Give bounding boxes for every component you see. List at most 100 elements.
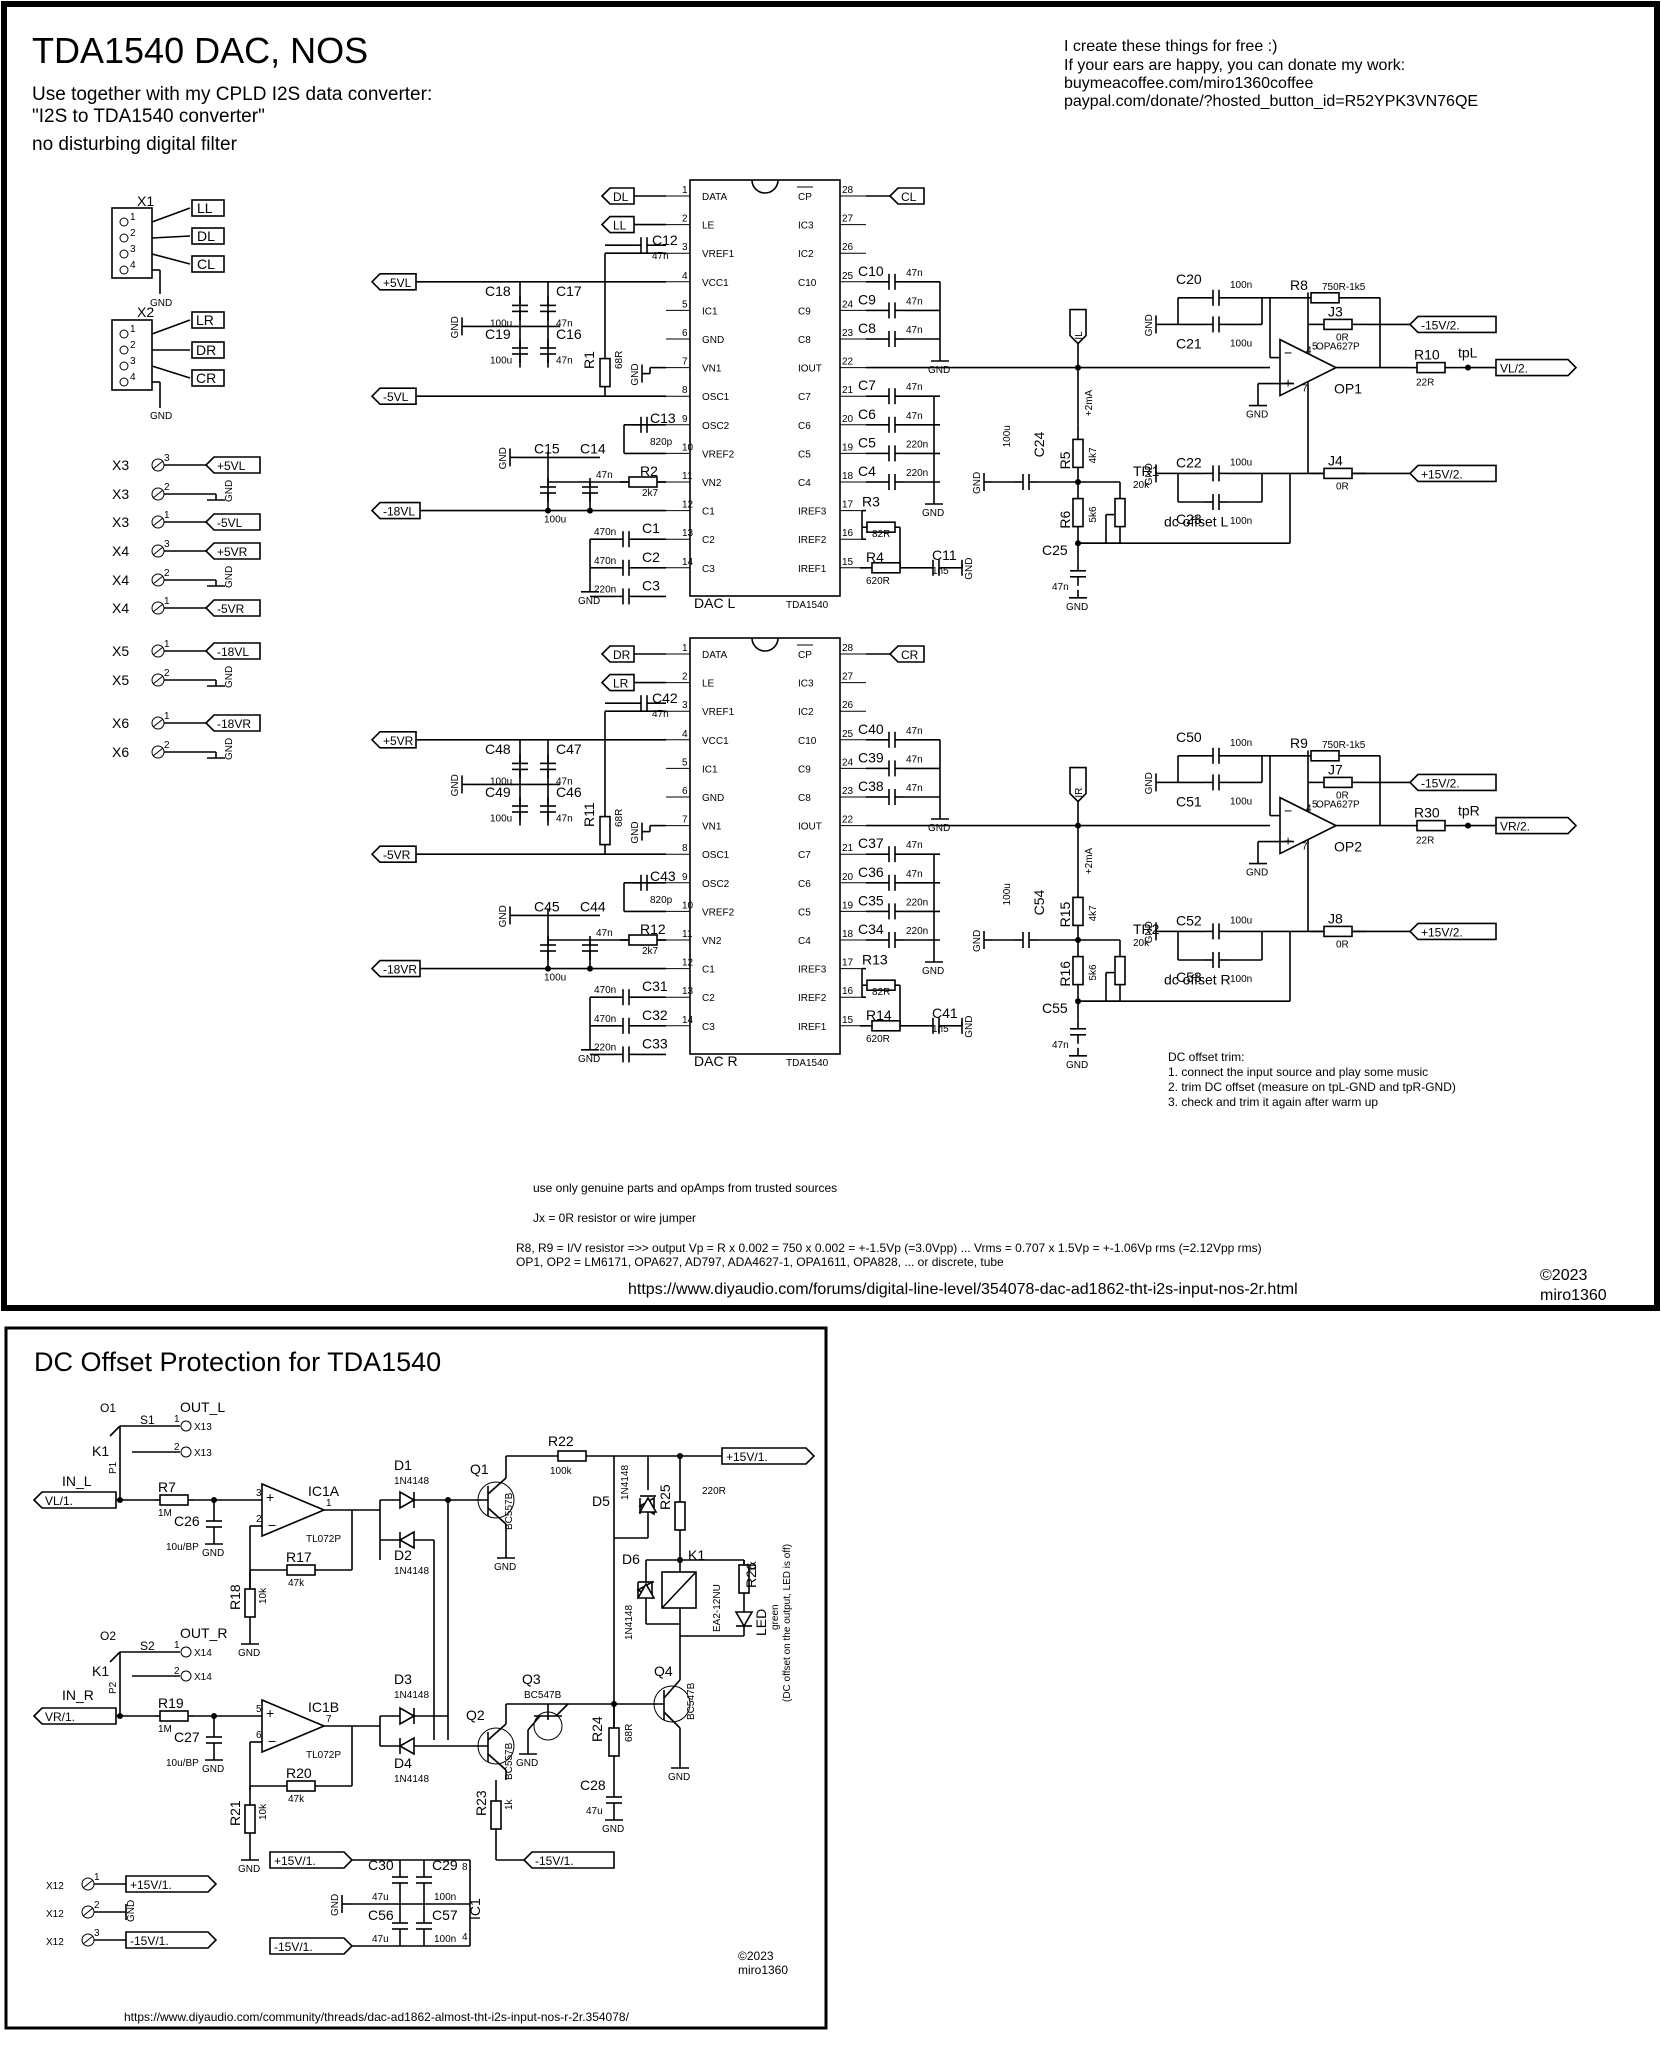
tag-vn2: -18VR [370,959,421,978]
svg-text:+2mA: +2mA [1084,847,1095,874]
svg-text:DR: DR [613,648,631,662]
svg-text:R13: R13 [862,952,888,968]
cap-C48 [512,754,528,779]
svg-text:X3: X3 [112,486,129,502]
svg-text:1n5: 1n5 [932,1024,949,1035]
tag-clk: CL [888,187,925,205]
svg-text:100u: 100u [1230,915,1252,926]
svg-text:2k7: 2k7 [642,946,659,957]
svg-text:100n: 100n [1230,738,1252,749]
svg-text:GND: GND [224,738,235,760]
svg-text:O1: O1 [100,1401,116,1415]
svg-text:BC547B: BC547B [686,1682,697,1720]
dac-pin-osc1: OSC1 [702,392,730,403]
svg-text:+5VL: +5VL [383,276,412,290]
svg-text:GND: GND [668,1772,690,1783]
svg-text:13: 13 [682,986,694,997]
tag-output: VL/2. [1495,358,1578,377]
svg-text:2: 2 [256,1514,262,1525]
svg-text:3: 3 [164,453,170,464]
svg-text:20: 20 [842,414,854,425]
svg-text:D4: D4 [394,1755,412,1771]
cap-C24 [1014,474,1038,490]
svg-text:C43: C43 [650,868,676,884]
svg-text:X2: X2 [137,304,154,320]
res-R7 [154,1494,194,1506]
copyright-author: miro1360 [1540,1287,1607,1304]
tag-neg-supply: -15V/2. [1408,773,1497,792]
cap-C43 [632,874,656,891]
tag-data: DL [600,187,635,205]
trim-note-2: 2. trim DC offset (measure on tpL-GND an… [1168,1080,1456,1094]
svg-text:2: 2 [164,740,170,751]
cap-C12 [632,237,656,254]
svg-text:8: 8 [682,385,688,396]
svg-text:GND: GND [1144,921,1155,943]
svg-text:C40: C40 [858,721,884,737]
svg-text:+5VR: +5VR [217,545,248,559]
svg-text:2: 2 [174,1666,180,1677]
svg-text:18: 18 [842,929,854,940]
svg-text:GND: GND [150,411,172,422]
svg-text:GND: GND [224,480,235,502]
forum-url[interactable]: https://www.diyaudio.com/forums/digital-… [628,1281,1298,1298]
res-R12 [620,934,666,946]
led [734,1611,754,1628]
jumper-J3 [1310,318,1366,331]
svg-text:GND: GND [1144,772,1155,794]
svg-text:25: 25 [842,729,854,740]
transistor-Q1 [477,1481,515,1519]
dac-pin-iref1: IREF1 [798,564,827,575]
svg-text:C54: C54 [1031,890,1047,916]
cap-C33 [614,1046,638,1063]
dac-pin-c4: C4 [798,478,811,489]
opamp-name: OP2 [1334,839,1362,855]
cap-C49 [512,797,528,821]
svg-text:C37: C37 [858,835,884,851]
svg-text:DL: DL [613,190,629,204]
svg-text:C57: C57 [432,1907,458,1923]
svg-text:1: 1 [682,185,688,196]
svg-text:10k: 10k [258,1587,269,1604]
res-R21 [244,1786,256,1852]
svg-text:R11: R11 [581,802,597,827]
svg-text:C22: C22 [1176,454,1202,470]
svg-text:CL: CL [197,256,215,272]
svg-text:C46: C46 [556,784,582,800]
svg-text:X12: X12 [46,1909,64,1920]
cap-C52 [1204,923,1228,940]
donate-line-1: I create these things for free :) [1064,38,1277,55]
svg-text:Q2: Q2 [466,1707,485,1723]
svg-text:47n: 47n [556,776,573,787]
opamp-ic1b [261,1698,327,1754]
svg-text:10: 10 [682,900,694,911]
svg-text:47n: 47n [1052,582,1069,593]
svg-text:X12: X12 [46,1937,64,1948]
svg-text:C27: C27 [174,1729,200,1745]
svg-text:1k: 1k [504,1798,515,1810]
svg-text:C29: C29 [432,1857,458,1873]
svg-text:GND: GND [928,823,950,834]
svg-text:5: 5 [1312,800,1318,811]
svg-text:12: 12 [682,500,694,511]
svg-text:LL: LL [197,200,213,216]
svg-text:C32: C32 [642,1007,668,1023]
svg-text:OPA627P: OPA627P [1316,342,1360,353]
res-R20 [250,1780,352,1792]
svg-text:10u/BP: 10u/BP [166,1758,199,1769]
svg-text:100u: 100u [544,515,566,526]
protection-url[interactable]: https://www.diyaudio.com/community/threa… [124,2010,630,2024]
svg-text:C45: C45 [534,898,560,914]
diode-D1 [399,1490,416,1510]
dac-pin-vref1: VREF1 [702,707,735,718]
svg-text:C53: C53 [1176,969,1202,985]
dac-pin-c4: C4 [798,936,811,947]
svg-text:21: 21 [842,385,854,396]
dac-chip [689,179,841,597]
svg-text:-18VR: -18VR [217,717,251,731]
svg-text:100u: 100u [490,318,512,329]
svg-text:-18VL: -18VL [217,645,249,659]
dac-pin-osc2: OSC2 [702,879,730,890]
dac-pin-vn2: VN2 [702,478,722,489]
